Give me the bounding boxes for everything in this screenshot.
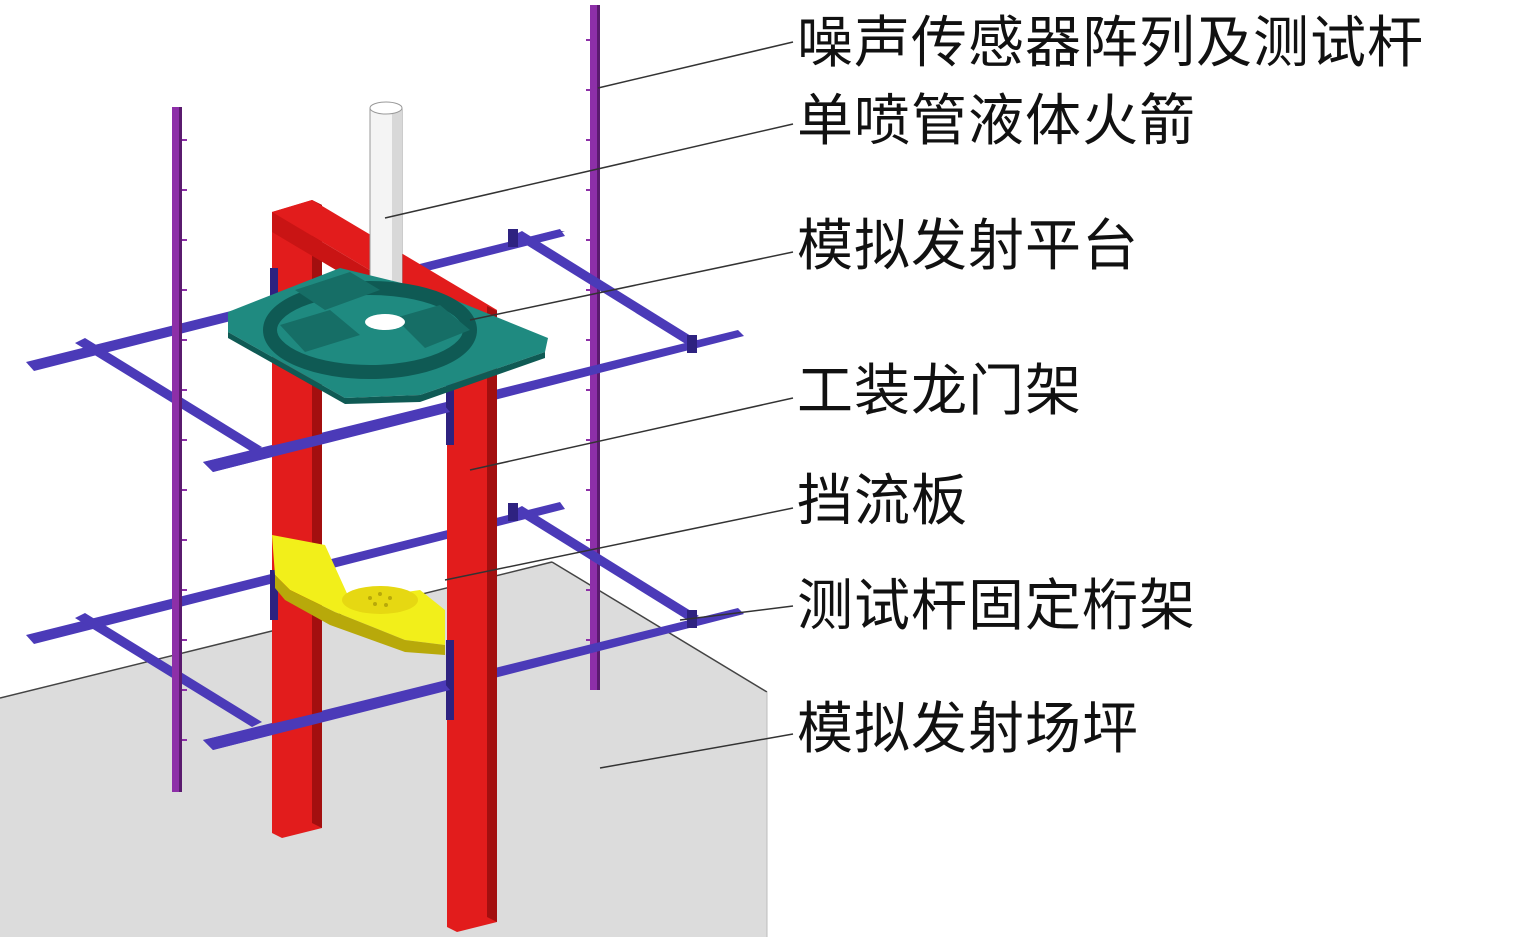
- label-sensor-array-and-test-pole: 噪声传感器阵列及测试杆: [797, 11, 1424, 76]
- sensor-pole-back-right: [586, 5, 600, 690]
- label-simulated-launch-pad: 模拟发射场坪: [797, 697, 1139, 762]
- label-flow-deflector: 挡流板: [797, 469, 968, 534]
- label-simulated-launch-platform: 模拟发射平台: [797, 214, 1139, 279]
- front-truss-bars: [203, 405, 450, 750]
- launch-platform: [228, 268, 548, 404]
- sensor-pole-front-left: [172, 107, 187, 792]
- flow-deflector: [272, 535, 445, 655]
- leader-lines: [384, 41, 794, 769]
- label-tooling-gantry: 工装龙门架: [797, 359, 1082, 424]
- label-single-nozzle-liquid-rocket: 单喷管液体火箭: [797, 89, 1196, 154]
- label-test-pole-fixing-truss: 测试杆固定桁架: [797, 574, 1196, 639]
